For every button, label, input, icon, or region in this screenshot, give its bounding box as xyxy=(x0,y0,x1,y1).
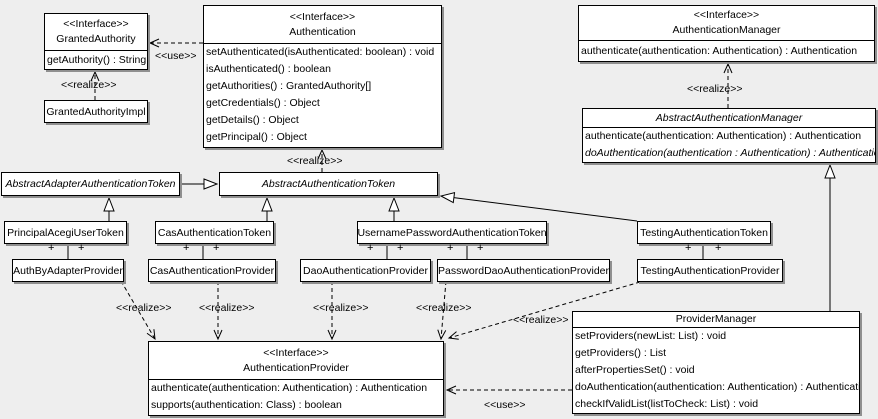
class-name: GrantedAuthorityImpl xyxy=(46,105,146,118)
method: getAuthorities() : GrantedAuthority[] xyxy=(206,80,372,92)
association-end-plus: + xyxy=(48,242,55,254)
edge-label-use: <<use>> xyxy=(484,399,526,411)
association-end-plus: + xyxy=(685,242,692,254)
class-testing-authentication-provider[interactable]: TestingAuthenticationProvider xyxy=(637,259,783,282)
association-end-plus: + xyxy=(213,242,220,254)
class-abstract-authentication-manager[interactable]: AbstractAuthenticationManager authentica… xyxy=(582,108,876,163)
class-cas-authentication-provider[interactable]: CasAuthenticationProvider xyxy=(148,259,276,282)
class-auth-by-adapter-provider[interactable]: AuthByAdapterProvider xyxy=(12,259,124,282)
realize-testingprovider[interactable] xyxy=(447,281,641,340)
class-name: TestingAuthenticationToken xyxy=(640,226,768,239)
edge-label-use: <<use>> xyxy=(155,50,197,62)
stereotype: <<Interface>> xyxy=(63,18,129,30)
class-name: AuthByAdapterProvider xyxy=(13,264,123,277)
edge-label-realize: <<realize>> xyxy=(687,83,743,95)
method: isAuthenticated() : boolean xyxy=(206,63,331,75)
association-end-plus: + xyxy=(78,242,85,254)
class-name: CasAuthenticationToken xyxy=(157,226,272,239)
class-username-password-authentication-token[interactable]: UsernamePasswordAuthenticationToken xyxy=(357,221,547,244)
class-name: UsernamePasswordAuthenticationToken xyxy=(357,226,547,239)
method: setAuthenticated(isAuthenticated: boolea… xyxy=(206,46,435,58)
class-granted-authority[interactable]: <<Interface>> GrantedAuthority getAuthor… xyxy=(44,13,148,70)
method: checkIfValidList(listToCheck: List) : vo… xyxy=(575,398,759,410)
edge-label-realize: <<realize>> xyxy=(513,314,569,326)
association-end-plus: + xyxy=(715,242,722,254)
class-name: AuthenticationManager xyxy=(672,24,781,36)
class-password-dao-authentication-provider[interactable]: PasswordDaoAuthenticationProvider xyxy=(437,259,610,282)
class-name: AbstractAuthenticationToken xyxy=(261,178,396,190)
edge-label-realize: <<realize>> xyxy=(61,79,117,91)
class-granted-authority-impl[interactable]: GrantedAuthorityImpl xyxy=(44,100,148,123)
class-name: Authentication xyxy=(289,26,356,38)
class-name: GrantedAuthority xyxy=(56,33,136,45)
class-provider-manager[interactable]: ProviderManager setProviders(newList: Li… xyxy=(572,311,860,414)
association-end-plus: + xyxy=(477,242,484,254)
class-cas-authentication-token[interactable]: CasAuthenticationToken xyxy=(155,221,274,244)
method: supports(authentication: Class) : boolea… xyxy=(151,399,342,411)
class-authentication-provider[interactable]: <<Interface>> AuthenticationProvider aut… xyxy=(148,341,444,416)
class-authentication-manager[interactable]: <<Interface>> AuthenticationManager auth… xyxy=(578,5,875,62)
method: afterPropertiesSet() : void xyxy=(575,364,695,376)
method: authenticate(authentication: Authenticat… xyxy=(151,382,428,394)
class-name: AbstractAdapterAuthenticationToken xyxy=(5,178,176,190)
edge-label-realize: <<realize>> xyxy=(313,302,369,314)
stereotype: <<Interface>> xyxy=(263,347,329,359)
method: getAuthority() : String xyxy=(47,54,147,66)
method: doAuthentication(authentication : Authen… xyxy=(585,147,876,159)
class-abstract-adapter-authentication-token[interactable]: AbstractAdapterAuthenticationToken xyxy=(1,172,180,196)
edge-label-realize: <<realize>> xyxy=(416,302,472,314)
association-end-plus: + xyxy=(447,242,454,254)
class-name: CasAuthenticationProvider xyxy=(149,264,275,277)
association-end-plus: + xyxy=(397,242,404,254)
class-authentication[interactable]: <<Interface>> Authentication setAuthenti… xyxy=(203,5,442,148)
class-name: PrincipalAcegiUserToken xyxy=(7,226,124,239)
class-testing-authentication-token[interactable]: TestingAuthenticationToken xyxy=(637,221,771,244)
method: getProviders() : List xyxy=(575,347,667,359)
edge-label-realize: <<realize>> xyxy=(116,302,172,314)
class-name: AuthenticationProvider xyxy=(243,362,349,374)
realize-authbyadapterprovider[interactable] xyxy=(120,280,156,341)
method: doAuthentication(authentication: Authent… xyxy=(575,381,860,393)
class-name: DaoAuthenticationProvider xyxy=(303,264,428,277)
class-name: TestingAuthenticationProvider xyxy=(640,264,780,277)
method: getCredentials() : Object xyxy=(206,97,320,109)
class-name: AbstractAuthenticationManager xyxy=(655,112,803,124)
edge-label-realize: <<realize>> xyxy=(199,302,255,314)
class-abstract-authentication-token[interactable]: AbstractAuthenticationToken xyxy=(219,172,438,196)
association-end-plus: + xyxy=(183,242,190,254)
edge-label-realize: <<realize>> xyxy=(287,155,343,167)
method: authenticate(authentication: Authenticat… xyxy=(581,45,858,57)
stereotype: <<Interface>> xyxy=(693,9,760,21)
class-name: ProviderManager xyxy=(675,313,757,325)
class-principal-acegi-user-token[interactable]: PrincipalAcegiUserToken xyxy=(4,221,127,244)
realize-passworddaoprovider[interactable] xyxy=(437,280,447,341)
generalization-testingtoken-to-abstracttoken[interactable] xyxy=(439,192,638,222)
class-name: PasswordDaoAuthenticationProvider xyxy=(438,264,610,277)
method: authenticate(authentication: Authenticat… xyxy=(585,130,862,142)
method: getPrincipal() : Object xyxy=(206,131,307,143)
method: getDetails() : Object xyxy=(206,114,299,126)
association-end-plus: + xyxy=(367,242,374,254)
class-dao-authentication-provider[interactable]: DaoAuthenticationProvider xyxy=(300,259,431,282)
stereotype: <<Interface>> xyxy=(289,11,356,23)
method: setProviders(newList: List) : void xyxy=(575,330,727,342)
